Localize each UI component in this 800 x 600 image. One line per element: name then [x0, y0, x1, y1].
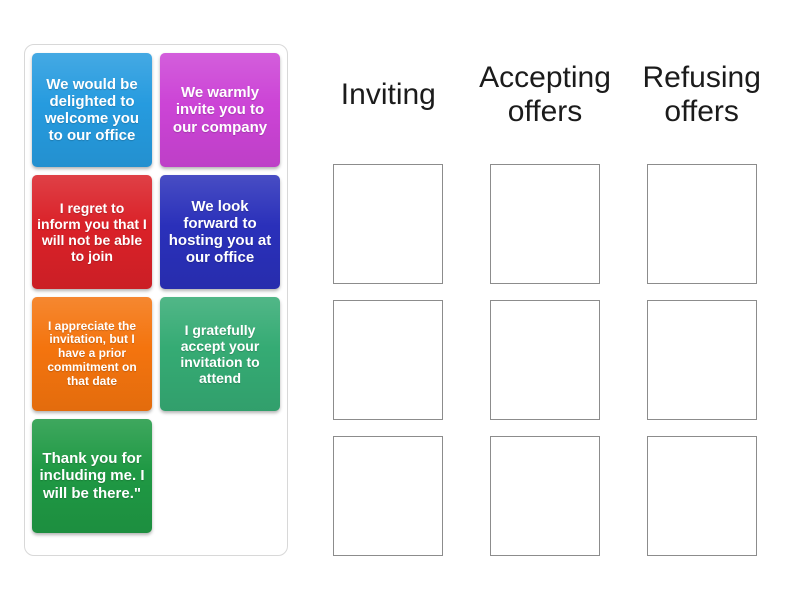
- draggable-card-label: I appreciate the invitation, but I have …: [47, 318, 137, 388]
- drop-slot-list: [333, 164, 444, 556]
- drop-slot[interactable]: [333, 436, 444, 556]
- draggable-card-label: I regret to inform you that I will not b…: [37, 199, 147, 265]
- draggable-card[interactable]: I gratefully accept your invitation to a…: [160, 297, 280, 411]
- card-grid: We would be delighted to welcome you to …: [32, 53, 280, 533]
- draggable-card[interactable]: I regret to inform you that I will not b…: [32, 175, 152, 289]
- draggable-card-label: Thank you for including me. I will be th…: [39, 450, 145, 502]
- drop-slot[interactable]: [646, 436, 757, 556]
- column-title: Refusing offers: [642, 61, 761, 128]
- card-tray: We would be delighted to welcome you to …: [24, 44, 288, 556]
- draggable-card-label: I gratefully accept your invitation to a…: [180, 321, 260, 387]
- drop-slot-list: [646, 164, 757, 556]
- draggable-card-label: We would be delighted to welcome you to …: [44, 75, 140, 145]
- draggable-card-label: We look forward to hosting you at our of…: [168, 197, 272, 267]
- draggable-card[interactable]: We look forward to hosting you at our of…: [160, 175, 280, 289]
- drop-slot[interactable]: [490, 300, 600, 420]
- draggable-card[interactable]: We would be delighted to welcome you to …: [32, 53, 152, 167]
- column-refusing-offers: Refusing offers: [623, 52, 780, 556]
- draggable-card[interactable]: I appreciate the invitation, but I have …: [32, 297, 152, 411]
- category-columns: Inviting Accepting offers Refusing offers: [310, 52, 780, 556]
- draggable-card[interactable]: We warmly invite you to our company: [160, 53, 280, 167]
- column-accepting-offers: Accepting offers: [467, 52, 624, 556]
- draggable-card-label: We warmly invite you to our company: [172, 84, 268, 136]
- drop-slot[interactable]: [333, 164, 444, 284]
- column-title: Inviting: [340, 78, 436, 112]
- draggable-card[interactable]: Thank you for including me. I will be th…: [32, 419, 152, 533]
- drop-slot[interactable]: [646, 164, 757, 284]
- column-inviting: Inviting: [310, 52, 467, 556]
- drop-slot-list: [490, 164, 600, 556]
- drop-slot[interactable]: [490, 164, 600, 284]
- drop-slot[interactable]: [333, 300, 444, 420]
- column-title: Accepting offers: [479, 61, 611, 128]
- drop-slot[interactable]: [490, 436, 600, 556]
- drop-slot[interactable]: [646, 300, 757, 420]
